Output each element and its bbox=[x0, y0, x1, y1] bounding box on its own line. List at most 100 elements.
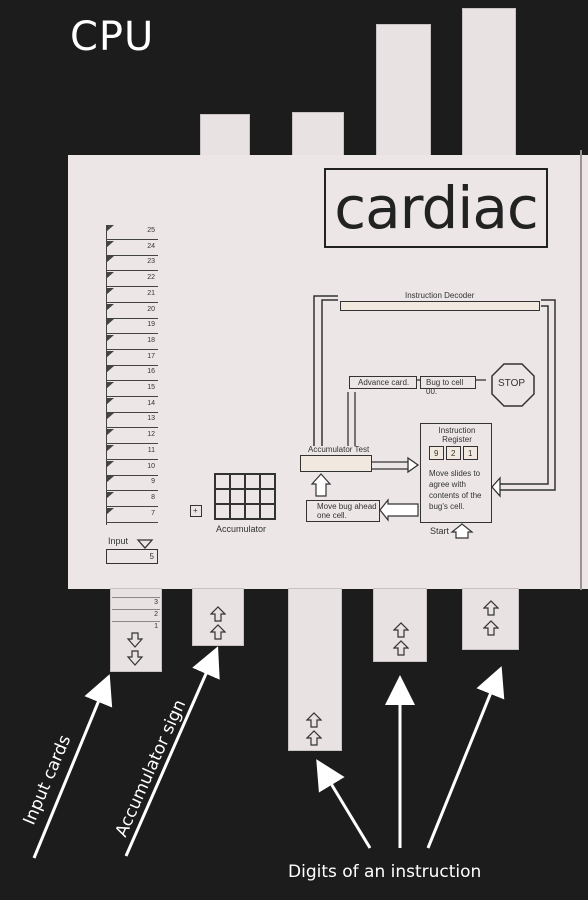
register-digit-1[interactable]: 9 bbox=[429, 446, 444, 460]
advance-card-label: Advance card. bbox=[358, 378, 410, 387]
slide-tab-top-3[interactable] bbox=[376, 24, 431, 156]
memory-cell: 15 bbox=[106, 382, 158, 397]
cell-pointer-mark bbox=[106, 382, 114, 389]
start-label: Start bbox=[430, 526, 450, 536]
cell-pointer-mark bbox=[106, 287, 114, 295]
up-arrow-icon bbox=[305, 730, 323, 746]
cell-number: 15 bbox=[147, 384, 155, 391]
register-digit-value-2: 2 bbox=[451, 449, 456, 458]
cell-number: 11 bbox=[147, 446, 155, 454]
input-card-number: 2 bbox=[154, 611, 158, 618]
digit-strip-2[interactable] bbox=[373, 588, 427, 662]
memory-cell: 19 bbox=[106, 319, 158, 335]
memory-cell: 8 bbox=[106, 491, 158, 507]
instruction-decoder-label: Instruction Decoder bbox=[405, 291, 475, 300]
cell-pointer-mark bbox=[106, 319, 114, 327]
cardiac-logo: cardiac bbox=[324, 168, 548, 248]
instruction-decoder-slot bbox=[340, 301, 540, 311]
cell-number: 20 bbox=[147, 305, 155, 313]
up-arrow-icon bbox=[305, 712, 323, 728]
cell-pointer-mark bbox=[106, 272, 114, 280]
accumulator-sign-symbol: + bbox=[193, 506, 198, 515]
register-digit-2[interactable]: 2 bbox=[446, 446, 461, 460]
input-down-arrow-2-icon bbox=[126, 650, 144, 670]
stop-label: STOP bbox=[498, 378, 526, 389]
digit-strip-3[interactable] bbox=[462, 588, 519, 650]
cell-number: 16 bbox=[147, 368, 155, 376]
cell-pointer-mark bbox=[106, 240, 114, 248]
board-right-edge bbox=[580, 150, 582, 590]
up-arrow-icon bbox=[482, 620, 500, 636]
slide-tab-top-4[interactable] bbox=[462, 8, 516, 156]
up-arrow-icon bbox=[209, 606, 227, 622]
register-digit-value-1: 9 bbox=[434, 449, 439, 458]
input-label: Input bbox=[108, 536, 129, 546]
cell-pointer-mark bbox=[106, 366, 114, 374]
memory-cell: 23 bbox=[106, 256, 158, 272]
cell-pointer-mark bbox=[106, 350, 114, 358]
accumulator-test-label: Accumulator Test bbox=[308, 445, 370, 454]
instruction-register-text: Move slides to agree with contents of th… bbox=[429, 469, 482, 511]
cell-number: 21 bbox=[147, 289, 155, 297]
cell-number: 14 bbox=[147, 399, 155, 407]
memory-cell: 16 bbox=[106, 366, 158, 382]
move-bug-label: Move bug ahead one cell. bbox=[317, 502, 377, 520]
register-digit-value-3: 1 bbox=[468, 449, 473, 458]
memory-cell: 10 bbox=[106, 460, 158, 476]
accumulator-test-slot bbox=[300, 455, 372, 472]
memory-cell: 7 bbox=[106, 507, 158, 523]
memory-cell: 20 bbox=[106, 303, 158, 319]
input-slot[interactable]: 5 bbox=[106, 549, 158, 564]
cell-number: 22 bbox=[147, 274, 155, 282]
cell-pointer-mark bbox=[106, 413, 114, 421]
up-arrow-icon bbox=[392, 622, 410, 638]
memory-cell: 22 bbox=[106, 272, 158, 288]
memory-cell: 12 bbox=[106, 429, 158, 445]
cell-pointer-mark bbox=[106, 397, 114, 405]
accumulator-grid bbox=[214, 473, 276, 520]
accumulator-sign-strip[interactable] bbox=[192, 588, 244, 646]
input-slot-number: 5 bbox=[149, 552, 154, 561]
input-card-number: 1 bbox=[154, 623, 158, 630]
memory-cell: 17 bbox=[106, 350, 158, 366]
input-card: 3 bbox=[112, 597, 160, 606]
bug-to-cell-label: Bug to cell 00. bbox=[426, 378, 464, 396]
slide-tab-top-1[interactable] bbox=[200, 114, 250, 156]
cell-pointer-mark bbox=[106, 303, 114, 311]
cell-number: 24 bbox=[147, 242, 155, 250]
memory-cell: 13 bbox=[106, 413, 158, 429]
cell-pointer-mark bbox=[106, 491, 114, 499]
input-cards-strip[interactable] bbox=[110, 588, 162, 672]
input-down-arrow-1-icon bbox=[126, 632, 144, 652]
up-arrow-icon bbox=[392, 640, 410, 656]
cell-number: 23 bbox=[147, 258, 155, 266]
bug-to-cell-box: Bug to cell 00. bbox=[420, 376, 476, 396]
cell-number: 10 bbox=[147, 462, 155, 470]
cell-number: 13 bbox=[147, 415, 155, 423]
accumulator-sign-box[interactable]: + bbox=[190, 505, 202, 517]
cell-pointer-mark bbox=[106, 334, 114, 342]
register-digit-3[interactable]: 1 bbox=[463, 446, 478, 460]
cell-number: 9 bbox=[151, 478, 155, 486]
instruction-register-title: Instruction Register bbox=[438, 426, 476, 444]
up-arrow-icon bbox=[209, 624, 227, 640]
cell-number: 12 bbox=[147, 431, 155, 439]
cell-pointer-mark bbox=[106, 476, 114, 484]
cell-pointer-mark bbox=[106, 429, 114, 437]
memory-cell: 21 bbox=[106, 287, 158, 303]
page-title: CPU bbox=[70, 14, 155, 60]
cell-pointer-mark bbox=[106, 225, 114, 232]
digit-strip-1[interactable] bbox=[288, 588, 342, 751]
cell-number: 18 bbox=[147, 336, 155, 344]
accumulator-label: Accumulator bbox=[216, 524, 267, 534]
input-card: 2 bbox=[112, 609, 160, 618]
cell-number: 7 bbox=[151, 509, 155, 517]
memory-cell: 25 bbox=[106, 225, 158, 240]
cell-pointer-mark bbox=[106, 507, 114, 515]
cell-pointer-mark bbox=[106, 256, 114, 264]
memory-cell: 11 bbox=[106, 444, 158, 460]
register-digit-row: 9 2 1 bbox=[429, 446, 478, 460]
input-down-arrow-icon bbox=[136, 535, 154, 554]
